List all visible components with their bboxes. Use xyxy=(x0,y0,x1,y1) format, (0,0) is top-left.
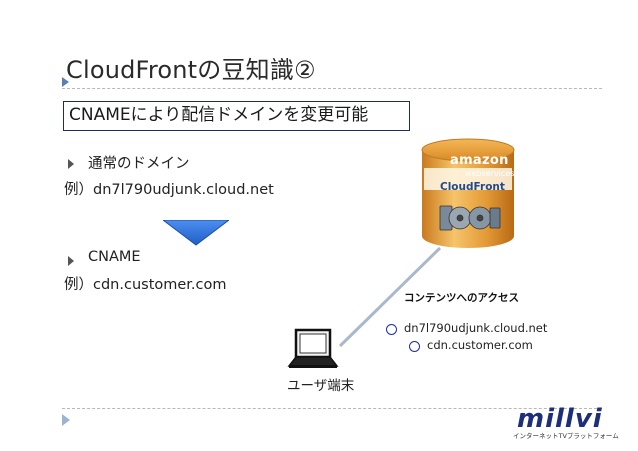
access-connector-line xyxy=(338,246,442,348)
access-label: コンテンツへのアクセス xyxy=(404,292,519,304)
example-normal-domain: 例）dn7l790udjunk.cloud.net xyxy=(64,182,274,198)
bullet-label-cname: CNAME xyxy=(88,249,141,265)
footer-divider xyxy=(62,408,602,409)
page-title: CloudFrontの豆知識② xyxy=(66,56,316,84)
cname-highlight-box: CNAMEにより配信ドメインを変更可能 xyxy=(63,101,410,131)
footer-arrow-icon xyxy=(62,414,70,426)
webservices-label: webservices xyxy=(465,169,515,178)
bullet-label-normal-domain: 通常のドメイン xyxy=(88,156,190,172)
circle-marker-icon xyxy=(386,324,397,335)
millvi-tagline: インターネットTVプラットフォーム xyxy=(513,432,619,440)
circle-marker-icon xyxy=(409,341,420,352)
bullet-icon xyxy=(68,256,74,266)
millvi-logo: millvi xyxy=(517,404,603,434)
example-cname: 例）cdn.customer.com xyxy=(64,277,227,293)
laptop-icon xyxy=(287,328,339,368)
cloudfront-cylinder-icon xyxy=(421,138,515,248)
user-terminal-label: ユーザ端末 xyxy=(287,378,355,394)
title-arrow-icon xyxy=(62,77,69,87)
url-cname: cdn.customer.com xyxy=(427,338,533,352)
amazon-brand-label: amazon xyxy=(450,153,509,168)
down-arrow-icon xyxy=(163,220,229,246)
url-normal-domain: dn7l790udjunk.cloud.net xyxy=(404,321,548,335)
cloudfront-label: CloudFront xyxy=(440,181,505,193)
title-divider xyxy=(62,88,602,89)
bullet-icon xyxy=(68,159,74,169)
